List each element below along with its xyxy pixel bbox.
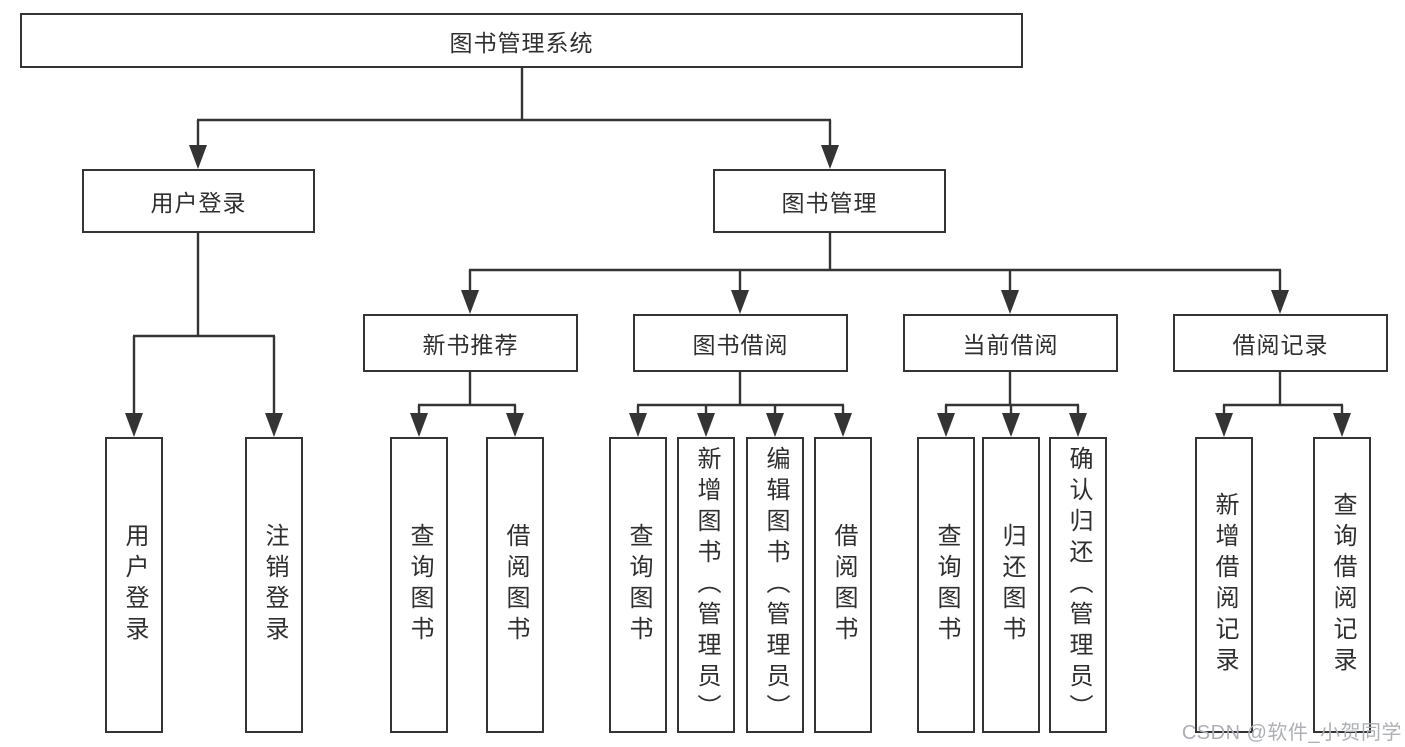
- leaf-label: 确认归还（管理员）: [1065, 445, 1092, 725]
- leaf-label: 新增图书（管理员）: [693, 445, 720, 725]
- node-book-borrowing: 图书借阅: [633, 314, 848, 372]
- node-user-login: 用户登录: [82, 169, 315, 233]
- leaf-label: 归还图书: [998, 523, 1025, 647]
- leaf-logout: 注销登录: [245, 437, 303, 733]
- node-label: 图书管理系统: [449, 29, 594, 56]
- leaf-label: 查询图书: [406, 523, 433, 647]
- leaf-borrow-books: 借阅图书: [486, 437, 544, 733]
- leaf-label: 编辑图书（管理员）: [762, 445, 789, 725]
- leaf-query-books: 查询图书: [390, 437, 448, 733]
- arrowheads: [125, 145, 1351, 437]
- leaf-query-borrow-record: 查询借阅记录: [1313, 437, 1371, 733]
- node-book-management: 图书管理: [713, 169, 946, 233]
- leaf-query-books: 查询图书: [609, 437, 667, 733]
- node-label: 新书推荐: [422, 332, 519, 358]
- leaf-label: 借阅图书: [502, 523, 529, 647]
- leaf-label: 查询借阅记录: [1329, 492, 1356, 678]
- leaf-label: 新增借阅记录: [1211, 492, 1238, 678]
- node-current-borrowing: 当前借阅: [903, 314, 1118, 372]
- watermark: CSDN @软件_小贺同学: [1181, 722, 1402, 744]
- leaf-confirm-return-admin: 确认归还（管理员）: [1049, 437, 1107, 733]
- node-new-book-recommendation: 新书推荐: [363, 314, 578, 372]
- leaf-query-books: 查询图书: [917, 437, 975, 733]
- leaf-edit-book-admin: 编辑图书（管理员）: [746, 437, 804, 733]
- leaf-add-borrow-record: 新增借阅记录: [1195, 437, 1253, 733]
- leaf-label: 查询图书: [933, 523, 960, 647]
- node-label: 图书管理: [781, 190, 878, 216]
- leaf-label: 注销登录: [261, 523, 288, 647]
- leaf-label: 用户登录: [121, 523, 148, 647]
- node-label: 当前借阅: [962, 332, 1059, 358]
- node-label: 借阅记录: [1232, 332, 1329, 358]
- leaf-label: 借阅图书: [830, 523, 857, 647]
- leaf-label: 查询图书: [625, 523, 652, 647]
- leaf-add-book-admin: 新增图书（管理员）: [677, 437, 735, 733]
- node-label: 图书借阅: [692, 332, 789, 358]
- node-borrowing-records: 借阅记录: [1173, 314, 1388, 372]
- leaf-borrow-books: 借阅图书: [814, 437, 872, 733]
- node-library-management-system: 图书管理系统: [20, 13, 1023, 68]
- node-label: 用户登录: [150, 190, 247, 216]
- leaf-return-books: 归还图书: [982, 437, 1040, 733]
- leaf-user-login: 用户登录: [105, 437, 163, 733]
